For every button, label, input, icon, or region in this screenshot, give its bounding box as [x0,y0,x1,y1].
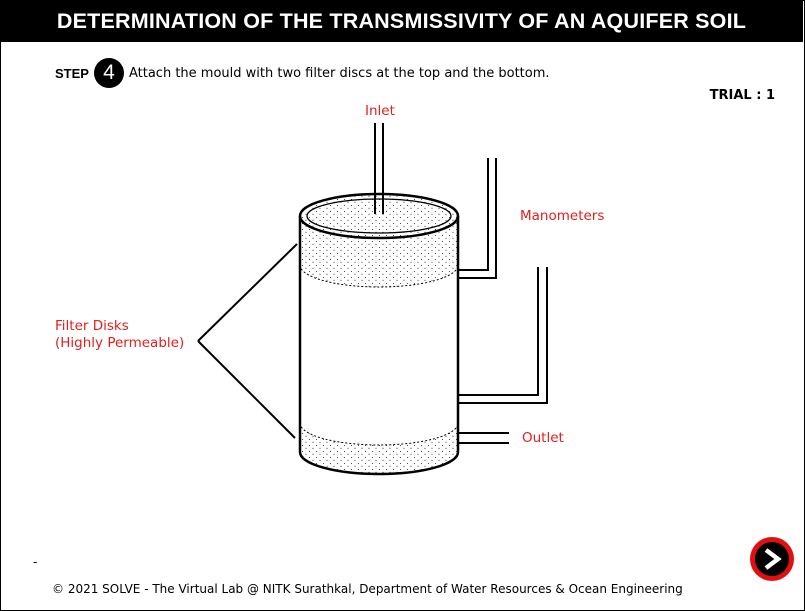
filter-disk-pointer [197,243,298,439]
bottom-filter-disk [299,422,459,474]
manometer-tube-upper [458,158,497,279]
cylinder-top [298,192,460,240]
step-row: STEP 4 Attach the mould with two filter … [55,58,550,88]
footer-copyright: © 2021 SOLVE - The Virtual Lab @ NITK Su… [52,582,683,596]
inlet-label: Inlet [365,103,395,119]
manometer-tube-lower [458,267,548,404]
filter-disks-sublabel: (Highly Permeable) [55,335,185,351]
step-number-badge: 4 [93,58,124,88]
outlet-pipe [458,432,509,444]
outlet-label: Outlet [522,430,564,446]
marker-text: - [33,555,38,569]
inlet-pipe [374,123,384,214]
trial-indicator: TRIAL : 1 [709,88,775,103]
step-instruction: Attach the mould with two filter discs a… [128,65,550,81]
next-arrow-icon [755,542,789,576]
filter-disks-label: Filter Disks [55,318,129,334]
mould-cylinder [298,216,460,476]
step-label: STEP [55,65,89,81]
page-title: DETERMINATION OF THE TRANSMISSIVITY OF A… [0,0,803,42]
manometers-label: Manometers [520,208,605,224]
top-filter-disk [299,216,459,288]
next-button[interactable] [750,537,794,581]
